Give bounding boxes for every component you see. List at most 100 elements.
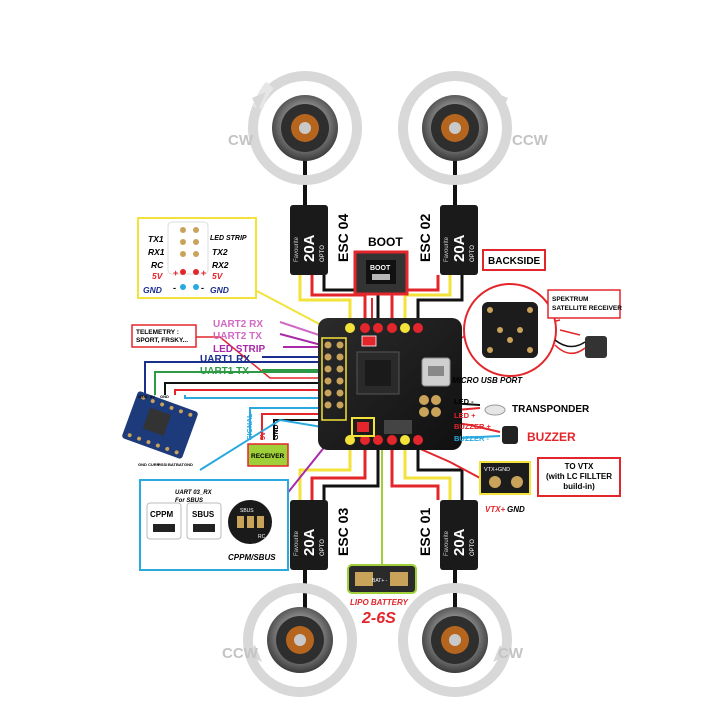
flight-controller-board — [318, 318, 462, 450]
lipo-pad-label: BAT+ - — [372, 578, 388, 584]
lipo-battery: BAT+ - LIPO BATTERY 2-6S — [347, 564, 417, 627]
rx-pin-bottom-1: CURR — [148, 462, 160, 467]
micro-usb-label: MICRO USB PORT — [452, 376, 523, 385]
esc-01-label: ESC 01 — [417, 508, 433, 556]
esc-04-label: ESC 04 — [335, 214, 351, 262]
pin-sign-3: - — [201, 283, 204, 293]
spektrum-line: SPEKTRUM SATELLITE RECEIVER — [552, 296, 622, 312]
vtx-plus-label: VTX+ — [485, 505, 506, 514]
motor-label-bottom-left: CCW — [222, 645, 259, 662]
text-line: TELEMETRY : — [136, 329, 179, 336]
receiver-label: RECEIVER — [251, 453, 285, 460]
motor-label-top-left: CW — [228, 132, 254, 149]
rx-pin-top-2: GND — [160, 394, 169, 399]
sbus-label: SBUS — [192, 510, 215, 519]
rx-pin-bottom-5: GND — [184, 462, 193, 467]
receiver-5v-label: 5V — [260, 431, 267, 440]
esc-brand: Favourite — [294, 236, 300, 262]
receiver-module: GTM 5V GND GND CURR RSSI BAT BAT GND — [122, 391, 198, 467]
backside-title: BACKSIDE — [488, 256, 541, 267]
text-line: For SBUS — [175, 498, 203, 504]
text-line: TO VTX — [565, 462, 594, 471]
esc-04: 20A OPTO Favourite — [290, 205, 328, 275]
esc-brand: Favourite — [444, 236, 450, 262]
text-line: (with LC FILLTER — [546, 472, 612, 481]
rx-pin-bottom-4: BAT — [176, 462, 184, 467]
vtx-gnd-label: GND — [507, 505, 525, 514]
pin-right-4: GND — [210, 285, 229, 295]
esc-rating: 20A — [451, 234, 468, 262]
led-minus-label: LED - — [454, 397, 474, 406]
pin-right-2: RX2 — [212, 260, 229, 270]
motor-bottom-right — [398, 583, 512, 697]
cppm-label: CPPM — [150, 510, 173, 519]
text-line: SPEKTRUM — [552, 296, 588, 303]
boot-pad-label: BOOT — [370, 265, 391, 272]
text-line: SATELLITE RECEIVER — [552, 305, 622, 312]
uart1-tx-label: UART1 TX — [200, 366, 249, 377]
pin-right-0: LED STRIP — [210, 235, 247, 242]
text-line: build-in) — [563, 482, 595, 491]
pin-sign-0: + — [173, 268, 178, 278]
lipo-label: LIPO BATTERY — [350, 598, 409, 607]
rx-pin-top-0: GTM — [138, 394, 148, 399]
backside-callout: BACKSIDE SPEKTRUM SATELLITE RECEIVER — [463, 249, 622, 377]
pin-sign-2: - — [173, 283, 176, 293]
rx-pin-bottom-2: RSSI — [158, 462, 167, 467]
cppm-caption: CPPM/SBUS — [228, 553, 276, 562]
text-line: SPORT, FRSKY... — [136, 337, 188, 344]
led-strip-label: LED STRIP — [213, 344, 266, 355]
esc-rating: 20A — [451, 528, 468, 556]
rx-pin-top-1: 5V — [150, 394, 155, 399]
rx-pin-bottom-0: GND — [138, 462, 147, 467]
buzzer: LED + BUZZER + BUZZER - BUZZER — [454, 411, 576, 444]
esc-03: 20A OPTO Favourite — [290, 500, 328, 570]
esc-opto: OPTO — [320, 539, 326, 556]
motor-label-top-right: CCW — [512, 132, 549, 149]
transponder-label: TRANSPONDER — [512, 404, 590, 415]
pin-right-1: TX2 — [212, 247, 228, 257]
wires — [144, 160, 581, 610]
pin-sign-1: + — [201, 268, 206, 278]
motor-bottom-left — [243, 583, 357, 697]
esc-01: 20A OPTO Favourite — [440, 500, 478, 570]
esc-brand: Favourite — [294, 530, 300, 556]
esc-02: 20A OPTO Favourite — [440, 205, 478, 275]
esc-rating: 20A — [301, 528, 318, 556]
esc-02-label: ESC 02 — [417, 214, 433, 262]
motor-top-left — [248, 71, 362, 185]
receiver-signal-label: SIGNAL — [247, 413, 254, 440]
boot-title: BOOT — [368, 235, 403, 249]
buzzer-minus-label: BUZZER - — [454, 434, 489, 443]
rx-pin-bottom-3: BAT — [168, 462, 176, 467]
pin-left-4: GND — [143, 285, 162, 295]
pin-left-2: RC — [151, 260, 164, 270]
buzzer-label: BUZZER — [527, 430, 576, 444]
pin-left-3: 5V — [152, 271, 164, 281]
esc-rating: 20A — [301, 234, 318, 262]
esc-03-label: ESC 03 — [335, 508, 351, 556]
esc-opto: OPTO — [470, 245, 476, 262]
pin-left-0: TX1 — [148, 234, 164, 244]
receiver-box: RECEIVER SIGNAL 5V GND — [247, 413, 289, 467]
boot-callout: BOOT BOOT — [353, 235, 409, 296]
transponder: LED - TRANSPONDER — [454, 397, 590, 416]
lipo-cells: 2-6S — [361, 610, 396, 627]
pin-right-3: 5V — [212, 271, 224, 281]
cppm-pad-sbus: SBUS — [240, 508, 254, 514]
vtx-pad-label: VTX+GND — [484, 467, 510, 473]
motor-top-right — [398, 71, 512, 185]
esc-brand: Favourite — [444, 530, 450, 556]
telemetry-line: TELEMETRY :SPORT, FRSKY... — [136, 329, 188, 344]
esc-opto: OPTO — [320, 245, 326, 262]
buzzer-plus-label: BUZZER + — [454, 422, 491, 431]
uart1-rx-label: UART1 RX — [200, 354, 250, 365]
cppm-pad-rc: RC — [258, 534, 266, 540]
uart2-tx-label: UART2 TX — [213, 331, 262, 342]
led-strip-pinout: TX1 RX1 RC 5V GND LED STRIP TX2 RX2 5V G… — [137, 217, 257, 299]
esc-opto: OPTO — [470, 539, 476, 556]
